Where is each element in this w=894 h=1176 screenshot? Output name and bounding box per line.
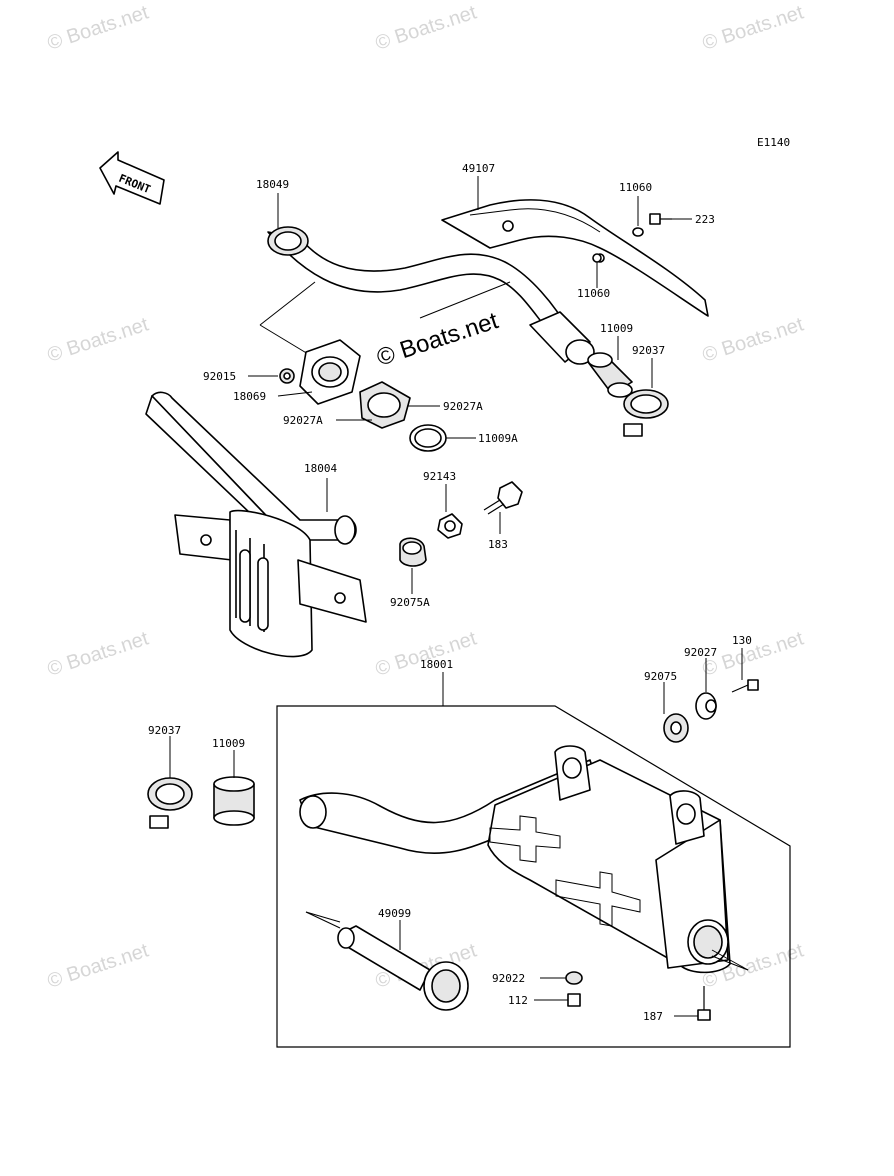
watermark-main: © Boats.net	[374, 307, 502, 372]
bolt-187	[697, 986, 711, 1021]
collar-92027	[695, 692, 717, 720]
part-label-112: 112	[508, 994, 528, 1007]
watermark: © Boats.net	[45, 627, 152, 680]
part-label-49107: 49107	[462, 162, 495, 175]
front-arrow-icon: FRONT	[99, 151, 165, 205]
watermark: © Boats.net	[373, 1, 480, 54]
part-label-11060: 11060	[619, 181, 652, 194]
part-label-92022: 92022	[492, 972, 525, 985]
washer-11060-lower	[592, 253, 602, 263]
watermark: © Boats.net	[45, 939, 152, 992]
nut-92015	[279, 368, 295, 384]
diagram-code: E1140	[757, 136, 790, 149]
part-label-92037: 92037	[148, 724, 181, 737]
watermark: © Boats.net	[700, 313, 807, 366]
flange-18069	[299, 339, 361, 405]
watermark: © Boats.net	[700, 1, 807, 54]
part-label-18001: 18001	[420, 658, 453, 671]
gasket-11009-lower	[213, 776, 255, 826]
part-label-187: 187	[643, 1010, 663, 1023]
part-label-11009A: 11009A	[478, 432, 518, 445]
washer-92022	[565, 971, 583, 985]
gasket-92027A	[359, 381, 411, 429]
part-label-92027: 92027	[684, 646, 717, 659]
clamp-92037-lower	[147, 777, 193, 829]
washer-11060-upper	[632, 227, 644, 237]
pre-muffler-18004	[145, 391, 367, 658]
bolt-112	[567, 993, 581, 1007]
grommet-92075	[663, 713, 689, 743]
grommet-92075A	[399, 537, 427, 567]
part-label-18004: 18004	[304, 462, 337, 475]
part-label-18049: 18049	[256, 178, 289, 191]
part-label-92143: 92143	[423, 470, 456, 483]
collar-92143	[437, 513, 463, 539]
clamp-92037-upper	[623, 389, 669, 437]
gasket-11009-upper	[587, 352, 633, 398]
ring-11009A	[409, 424, 447, 452]
part-label-92075: 92075	[644, 670, 677, 683]
part-label-92075A: 92075A	[390, 596, 430, 609]
part-label-92015: 92015	[203, 370, 236, 383]
spark-arrester-49099	[337, 925, 469, 1011]
bolt-183	[483, 481, 523, 515]
part-label-223: 223	[695, 213, 715, 226]
watermark: © Boats.net	[45, 1, 152, 54]
part-label-49099: 49099	[378, 907, 411, 920]
part-label-11009: 11009	[212, 737, 245, 750]
muffler-18001	[299, 745, 731, 974]
part-label-130: 130	[732, 634, 752, 647]
bolt-223	[649, 213, 672, 225]
part-label-183: 183	[488, 538, 508, 551]
exhaust-pipe-18049	[267, 226, 595, 365]
watermark: © Boats.net	[373, 627, 480, 680]
muffler-assembly-box	[276, 705, 791, 1048]
part-label-92037: 92037	[632, 344, 665, 357]
watermark: © Boats.net	[45, 313, 152, 366]
part-label-92027A: 92027A	[443, 400, 483, 413]
part-label-18069: 18069	[233, 390, 266, 403]
part-labels: 18049 49107 11060 223 11060 11009 92037 …	[148, 162, 752, 1023]
part-label-92027A: 92027A	[283, 414, 323, 427]
bolt-130	[731, 679, 759, 693]
part-label-11009: 11009	[600, 322, 633, 335]
part-label-11060: 11060	[577, 287, 610, 300]
